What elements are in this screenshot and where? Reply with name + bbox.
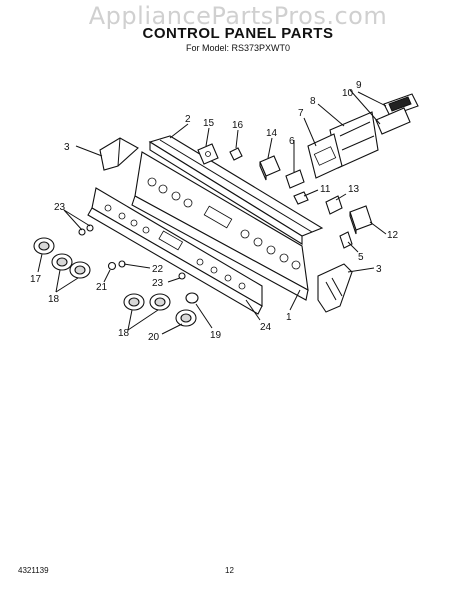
part-6-plate[interactable] [285,169,305,189]
callout-21: 21 [96,282,108,293]
part-18-knob-upper-a[interactable] [51,253,73,271]
part-10-lens[interactable] [375,107,411,135]
callout-24: 24 [260,322,272,333]
model-subtitle: For Model: RS373PXWT0 [185,43,291,53]
part-21-bushing[interactable] [107,261,117,271]
page-number: 12 [225,566,234,575]
callout-23-upper: 23 [54,202,66,213]
callout-23-lower: 23 [152,278,164,289]
part-9-display-window[interactable] [383,93,419,117]
part-24-overlay[interactable] [87,187,263,315]
callout-19: 19 [210,330,222,341]
page-title: CONTROL PANEL PARTS [142,25,334,42]
watermark: AppliancePartsPros.com [88,2,388,30]
callout-6: 6 [289,136,295,147]
part-1-control-panel[interactable] [131,151,309,301]
part-2-rear-trim[interactable] [148,135,324,245]
callout-16: 16 [232,120,244,131]
callout-8: 8 [310,96,316,107]
part-16-switch-block[interactable] [197,143,219,165]
callout-18-upper: 18 [48,294,60,305]
leader-lines [37,89,387,335]
callout-3-right: 3 [376,264,382,275]
callout-2: 2 [185,114,191,125]
callout-3-left: 3 [64,142,70,153]
callout-5: 5 [358,252,364,263]
part-23-bushing-upper[interactable] [78,224,94,236]
part-18-knob-lower-a[interactable] [123,293,145,311]
callout-18-lower: 18 [118,328,130,339]
part-23-bushing-lower[interactable] [178,272,186,280]
part-14-switch[interactable] [259,155,281,181]
doc-number: 4321139 [18,566,49,575]
callout-15: 15 [203,118,215,129]
part-3-left-bracket[interactable] [99,137,139,171]
part-20-knob[interactable] [175,309,197,327]
callout-9: 9 [356,80,362,91]
part-13-block[interactable] [325,195,343,215]
part-5-connector[interactable] [339,231,353,249]
callout-13: 13 [348,184,360,195]
callout-11: 11 [320,184,331,195]
callout-17: 17 [30,274,42,285]
part-3-right-endcap[interactable] [317,263,353,313]
callout-7: 7 [298,108,304,119]
callout-12: 12 [387,230,399,241]
callout-numbers: 2 3 16 15 14 6 7 8 9 10 11 13 12 5 3 1 2… [30,80,399,343]
part-15-clip[interactable] [229,147,243,161]
part-7-switch-housing[interactable] [307,133,343,179]
part-18-knob-lower-b[interactable] [149,293,171,311]
part-8-housing-bracket[interactable] [329,111,379,169]
part-12-module[interactable] [349,205,373,235]
part-18-knob-upper-b[interactable] [69,261,91,279]
part-11-block[interactable] [293,191,309,205]
callout-20: 20 [148,332,160,343]
callout-22: 22 [152,264,164,275]
callout-14: 14 [266,128,278,139]
callout-10: 10 [342,88,354,99]
part-17-knob[interactable] [33,237,55,255]
part-19-spring[interactable] [185,292,199,304]
callout-1: 1 [286,312,292,323]
